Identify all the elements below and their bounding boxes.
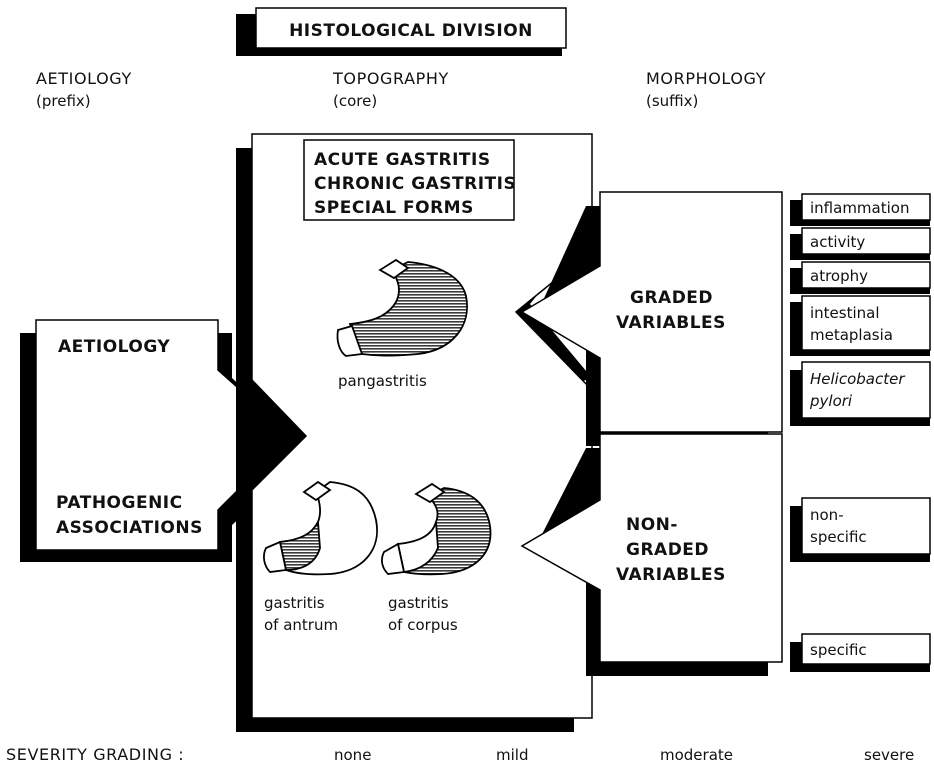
severity-grading-row: SEVERITY GRADING : none mild moderate se… bbox=[6, 745, 914, 764]
antrum-label-line2: of antrum bbox=[264, 616, 338, 634]
acute-gastritis-label: ACUTE GASTRITIS bbox=[314, 150, 491, 170]
corpus-label-line1: gastritis bbox=[388, 594, 449, 612]
aetiology-heading: AETIOLOGY bbox=[36, 69, 132, 88]
special-forms-label: SPECIAL FORMS bbox=[314, 198, 474, 218]
aetiology-subheading: (prefix) bbox=[36, 92, 91, 110]
graded-label-line2: VARIABLES bbox=[616, 313, 726, 333]
severity-none: none bbox=[334, 746, 371, 764]
topography-block: ACUTE GASTRITIS CHRONIC GASTRITIS SPECIA… bbox=[236, 133, 593, 732]
specific-only-label: specific bbox=[810, 641, 867, 659]
non-graded-variables-block: NON- GRADED VARIABLES non- specific spec… bbox=[520, 433, 931, 676]
graded-tab-inflammation: inflammation bbox=[790, 193, 931, 226]
pylori-label: pylori bbox=[809, 392, 853, 410]
metaplasia-label: metaplasia bbox=[810, 326, 893, 344]
pangastritis-label: pangastritis bbox=[338, 372, 427, 390]
title-box: HISTOLOGICAL DIVISION bbox=[236, 7, 567, 56]
chronic-gastritis-label: CHRONIC GASTRITIS bbox=[314, 174, 516, 194]
antral-gastritis-stomach-illustration bbox=[263, 480, 378, 576]
gastritis-types-box bbox=[303, 139, 515, 221]
associations-label: ASSOCIATIONS bbox=[56, 518, 203, 538]
inflammation-label: inflammation bbox=[810, 199, 909, 217]
aetiology-box-label: AETIOLOGY bbox=[58, 337, 170, 357]
graded-tab-activity: activity bbox=[790, 227, 931, 260]
specific-label: specific bbox=[810, 528, 867, 546]
morphology-heading: MORPHOLOGY bbox=[646, 69, 766, 88]
nongraded-label-line2: GRADED bbox=[626, 540, 709, 560]
graded-tab-atrophy: atrophy bbox=[790, 261, 931, 294]
graded-tab-intestinal-metaplasia: intestinal metaplasia bbox=[790, 295, 931, 356]
activity-label: activity bbox=[810, 233, 865, 251]
column-headings: AETIOLOGY (prefix) TOPOGRAPHY (core) MOR… bbox=[36, 69, 766, 110]
graded-variables-block: GRADED VARIABLES inflammation activity a… bbox=[520, 191, 931, 446]
severity-mild: mild bbox=[496, 746, 528, 764]
nongraded-tab-non-specific: non- specific bbox=[790, 497, 931, 562]
nongraded-label-line1: NON- bbox=[626, 515, 678, 535]
pangastritis-stomach-illustration bbox=[336, 258, 468, 357]
nongraded-tab-specific: specific bbox=[790, 633, 931, 672]
severity-severe: severe bbox=[864, 746, 914, 764]
corpus-label-line2: of corpus bbox=[388, 616, 458, 634]
topography-heading: TOPOGRAPHY bbox=[332, 69, 449, 88]
graded-tab-helicobacter: Helicobacter pylori bbox=[790, 361, 931, 426]
helicobacter-label: Helicobacter bbox=[810, 370, 905, 388]
title-text: HISTOLOGICAL DIVISION bbox=[289, 21, 533, 41]
topography-subheading: (core) bbox=[333, 92, 377, 110]
intestinal-label: intestinal bbox=[810, 304, 880, 322]
severity-moderate: moderate bbox=[660, 746, 733, 764]
corpus-gastritis-stomach-illustration bbox=[381, 482, 492, 576]
nongraded-label-line3: VARIABLES bbox=[616, 565, 726, 585]
graded-label-line1: GRADED bbox=[630, 288, 713, 308]
severity-grading-label: SEVERITY GRADING : bbox=[6, 745, 184, 764]
non-label: non- bbox=[810, 506, 844, 524]
antrum-label-line1: gastritis bbox=[264, 594, 325, 612]
pathogenic-label: PATHOGENIC bbox=[56, 493, 183, 513]
atrophy-label: atrophy bbox=[810, 267, 868, 285]
morphology-subheading: (suffix) bbox=[646, 92, 698, 110]
